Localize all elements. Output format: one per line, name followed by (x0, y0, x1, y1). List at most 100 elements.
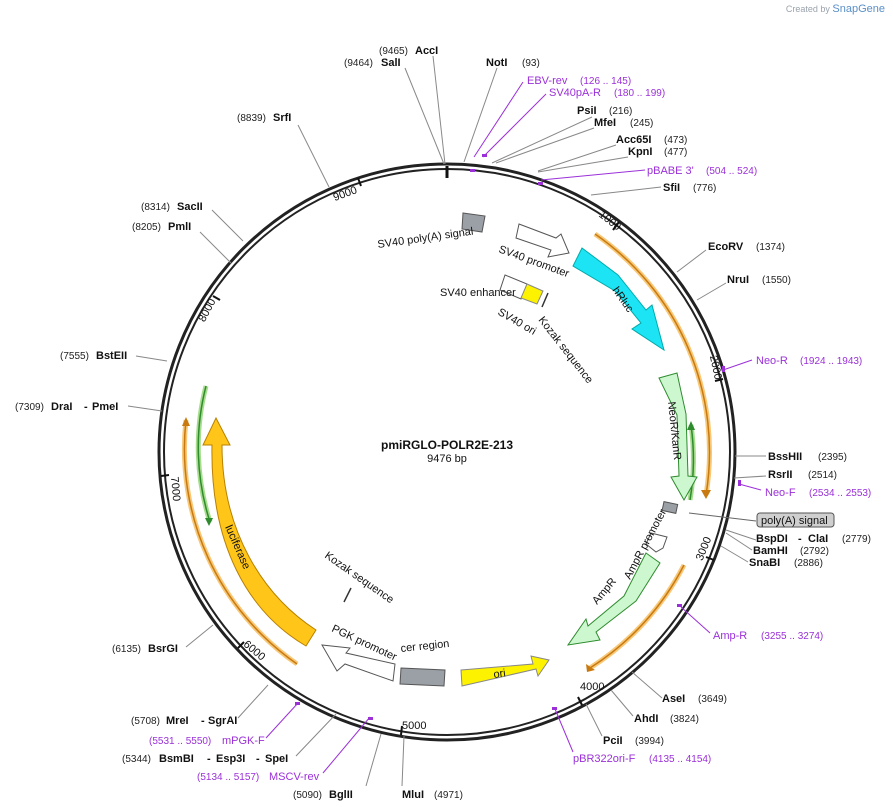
mark-amp-r (677, 604, 682, 607)
primer-sv40pa-r-range: (180 .. 199) (614, 88, 665, 99)
neo-orf-arrow (687, 421, 695, 430)
snapgene-credit: Created by SnapGene (786, 3, 885, 15)
site-acc65i-pos: (473) (664, 135, 687, 146)
leader-acc65i (537, 144, 617, 172)
mark-ebv-rev (470, 169, 475, 172)
site-pcii: PciI (603, 735, 623, 747)
credit-prefix: Created by (785, 4, 830, 14)
leader-mlui (401, 735, 405, 787)
leader-sfii (590, 186, 662, 196)
primer-ebv-rev-range: (126 .. 145) (580, 76, 631, 87)
leader-snabi (720, 545, 749, 563)
leader-pbabe3 (540, 169, 646, 181)
kozak2-label: Kozak sequence (322, 550, 396, 606)
site-asei: AseI (662, 693, 685, 705)
leader-bglii (365, 733, 382, 787)
site-noti: NotI (486, 57, 507, 69)
leader-acci (432, 55, 446, 165)
site-bspdi-pos: (2779) (842, 534, 871, 545)
site-drai-sep: - (84, 401, 88, 413)
kozak2-mark (343, 587, 352, 603)
site-mfei-pos: (245) (630, 118, 653, 129)
site-bsteii-pos: (7555) (60, 351, 89, 362)
neo-arrow (658, 372, 698, 502)
site-sgrai: SgrAI (208, 715, 237, 727)
tick-9000 (357, 177, 362, 187)
hrluc-orf-arrow (701, 490, 711, 499)
site-sacii: SacII (177, 201, 203, 213)
primer-amp-r-range: (3255 .. 3274) (761, 631, 823, 642)
primer-neo-f: Neo-F (765, 487, 796, 499)
leader-sgrai (237, 684, 269, 719)
tick-label-4000: 4000 (580, 681, 604, 693)
ampr-label: AmpR (590, 576, 619, 607)
snapgene-logo: SnapGene (832, 3, 885, 15)
leader-pmli (199, 231, 232, 264)
leader-ahdi (610, 689, 634, 717)
plasmid-name: pmiRGLO-POLR2E-213 (381, 438, 513, 452)
tick-7000 (160, 474, 170, 477)
site-mrei-sep: - (201, 715, 205, 727)
site-psii-pos: (216) (609, 106, 632, 117)
kozak1-label: Kozak sequence (536, 314, 596, 385)
site-srfi: SrfI (273, 112, 291, 124)
amp-orf-arc-line (589, 564, 685, 669)
luc2-orf-arrow (205, 518, 213, 526)
site-psii: PsiI (577, 105, 597, 117)
luc-orf-arrow (182, 417, 190, 426)
site-mlui: MluI (402, 789, 424, 801)
leader-bspdi (725, 529, 757, 541)
site-kpni-pos: (477) (664, 147, 687, 158)
site-bglii: BglII (329, 789, 353, 801)
primer-sv40pa-r: SV40pA-R (549, 87, 601, 99)
site-drai-pos: (7309) (15, 402, 44, 413)
leader-kpni (537, 156, 629, 173)
luc2-orf-arc-line (197, 385, 211, 523)
leader-mfei (495, 127, 595, 164)
leader-neo-f (738, 483, 762, 491)
site-pcii-pos: (3994) (635, 736, 664, 747)
site-ecorv-pos: (1374) (756, 242, 785, 253)
site-esp3i: Esp3I (216, 753, 245, 765)
leader-nrui (696, 282, 727, 301)
site-sacii-pos: (8314) (141, 202, 170, 213)
site-bsmbi-sep: - (207, 753, 211, 765)
leader-ebv-rev (473, 81, 524, 158)
sv40-polya-label: SV40 poly(A) signal (377, 226, 474, 251)
primer-amp-r: Amp-R (713, 630, 747, 642)
luc-orf-arc-line (183, 419, 298, 665)
site-pmei: PmeI (92, 401, 118, 413)
site-bspdi: BspDI (756, 533, 788, 545)
leader-sacii (211, 209, 244, 242)
cer-label: cer region (400, 638, 450, 655)
polya-leader (688, 512, 757, 522)
leader-psii (491, 116, 593, 164)
site-nrui-pos: (1550) (762, 275, 791, 286)
site-mrei-pos: (5708) (131, 716, 160, 727)
site-snabi-pos: (2886) (794, 558, 823, 569)
site-mlui-pos: (4971) (434, 790, 463, 801)
site-sali: SalI (381, 57, 401, 69)
plasmid-length: 9476 bp (427, 453, 467, 465)
polya-badge (756, 512, 835, 528)
primer-pbr322-range: (4135 .. 4154) (649, 754, 711, 765)
site-labels: (9465) AccI (9464) SalI NotI (93) PsiI (… (15, 45, 871, 801)
site-sfii: SfiI (663, 182, 680, 194)
site-acci: AccI (415, 45, 438, 57)
site-noti-pos: (93) (522, 58, 540, 69)
mark-neo-r (722, 366, 725, 372)
ampr-promoter-arrow (645, 532, 668, 553)
site-pmli: PmlI (168, 221, 191, 233)
ori-arrow (460, 655, 550, 687)
site-ahdi: AhdI (634, 713, 658, 725)
site-bamhi-pos: (2792) (800, 546, 829, 557)
site-bglii-pos: (5090) (293, 790, 322, 801)
leader-srfi (297, 124, 330, 188)
pgk-arrow (321, 644, 396, 682)
leader-spei (295, 713, 337, 757)
site-clai: ClaI (808, 533, 828, 545)
leader-pcii (585, 703, 603, 737)
sv40-ori-box (520, 283, 544, 305)
leader-bamhi (725, 532, 753, 551)
